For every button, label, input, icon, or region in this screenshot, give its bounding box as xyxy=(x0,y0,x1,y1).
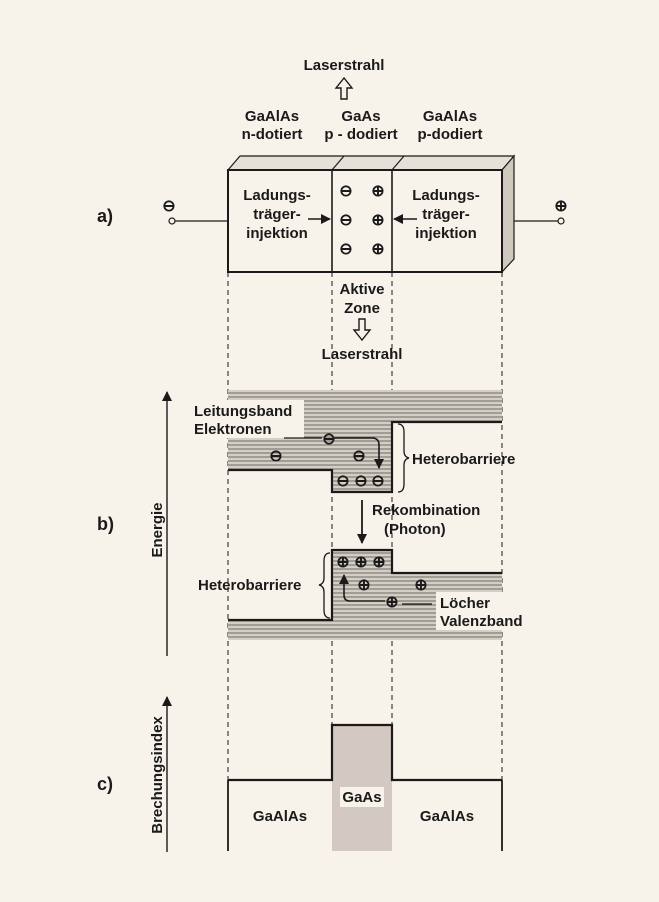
col-mid-material: GaAs xyxy=(341,108,380,125)
laser-beam-up-arrow-icon xyxy=(334,76,354,100)
laser-chip-block xyxy=(226,154,516,274)
laser-beam-bottom-label: Laserstrahl xyxy=(322,346,403,363)
col-mid-doping: p - dodiert xyxy=(324,126,397,143)
electron-cb-1: ⊖ xyxy=(322,431,335,448)
holes-label: Löcher xyxy=(440,595,490,612)
injection-left-l3: injektion xyxy=(246,225,308,242)
electron-charge-1: ⊖ xyxy=(339,183,352,200)
active-zone-charges: ⊖ ⊕ ⊖ ⊕ ⊖ ⊕ xyxy=(339,183,384,258)
heterobarrier-left-label: Heterobarriere xyxy=(198,577,301,594)
conduction-electrons: ⊖ ⊖ ⊖ ⊖ ⊖ ⊖ xyxy=(269,431,384,490)
injection-right-l3: injektion xyxy=(415,225,477,242)
col-left-doping: n-dotiert xyxy=(242,126,303,143)
positive-terminal: ⊕ xyxy=(514,198,568,225)
electron-path-arrow xyxy=(333,437,384,469)
guide-lines xyxy=(227,272,503,780)
electron-charge-2: ⊖ xyxy=(339,212,352,229)
laser-beam-down-arrow-icon xyxy=(352,318,372,342)
electron-cb-4: ⊖ xyxy=(336,473,349,490)
hole-vb-6: ⊕ xyxy=(385,594,398,611)
refractive-index-axis: Brechungsindex xyxy=(149,696,172,852)
heterobarrier-left-brace xyxy=(318,552,331,619)
gaas-region-label: GaAs xyxy=(342,789,381,806)
electron-cb-6: ⊖ xyxy=(371,473,384,490)
negative-terminal-icon: ⊖ xyxy=(162,198,175,215)
col-right-material: GaAlAs xyxy=(423,108,477,125)
hole-charge-3: ⊕ xyxy=(371,241,384,258)
label-backdrop-conduction xyxy=(194,400,304,438)
active-zone-label-l2: Zone xyxy=(344,300,380,317)
hole-vb-3: ⊕ xyxy=(372,554,385,571)
negative-terminal: ⊖ xyxy=(162,198,228,225)
col-left-material: GaAlAs xyxy=(245,108,299,125)
hole-charge-2: ⊕ xyxy=(371,212,384,229)
hole-vb-5: ⊕ xyxy=(414,577,427,594)
injection-right-l2: träger- xyxy=(422,206,470,223)
heterobarrier-right-label: Heterobarriere xyxy=(412,451,515,468)
electron-charge-3: ⊖ xyxy=(339,241,352,258)
refractive-index-profile xyxy=(228,723,502,782)
injection-left-l2: träger- xyxy=(253,206,301,223)
valence-band-label: Valenzband xyxy=(440,613,523,630)
hole-vb-4: ⊕ xyxy=(357,577,370,594)
hole-path-arrow xyxy=(339,574,385,602)
positive-terminal-icon: ⊕ xyxy=(554,198,567,215)
refractive-index-axis-label: Brechungsindex xyxy=(149,716,166,834)
hole-charge-1: ⊕ xyxy=(371,183,384,200)
gaas-label-backdrop xyxy=(340,787,384,807)
part-a-label: a) xyxy=(97,206,113,226)
col-right-doping: p-dodiert xyxy=(418,126,483,143)
part-b-label: b) xyxy=(97,514,114,534)
recombination-label: Rekombination xyxy=(372,502,480,519)
energy-axis-label: Energie xyxy=(149,502,166,557)
electron-cb-2: ⊖ xyxy=(269,448,282,465)
electron-cb-3: ⊖ xyxy=(352,448,365,465)
part-c-label: c) xyxy=(97,774,113,794)
injection-left-l1: Ladungs- xyxy=(243,187,311,204)
label-backdrop-valence xyxy=(436,592,546,630)
electrons-label: Elektronen xyxy=(194,421,272,438)
laser-beam-top-label: Laserstrahl xyxy=(304,57,385,74)
conduction-band-label: Leitungsband xyxy=(194,403,292,420)
gaalas-right-region-label: GaAlAs xyxy=(420,808,474,825)
active-zone-label-l1: Aktive xyxy=(339,281,384,298)
heterobarrier-right-brace xyxy=(397,423,410,493)
valence-holes: ⊕ ⊕ ⊕ ⊕ ⊕ ⊕ xyxy=(336,554,427,611)
injection-right-l1: Ladungs- xyxy=(412,187,480,204)
energy-axis: Energie xyxy=(149,391,172,656)
hole-vb-1: ⊕ xyxy=(336,554,349,571)
gaalas-left-region-label: GaAlAs xyxy=(253,808,307,825)
hole-vb-2: ⊕ xyxy=(354,554,367,571)
photon-label: (Photon) xyxy=(384,521,446,538)
electron-cb-5: ⊖ xyxy=(354,473,367,490)
